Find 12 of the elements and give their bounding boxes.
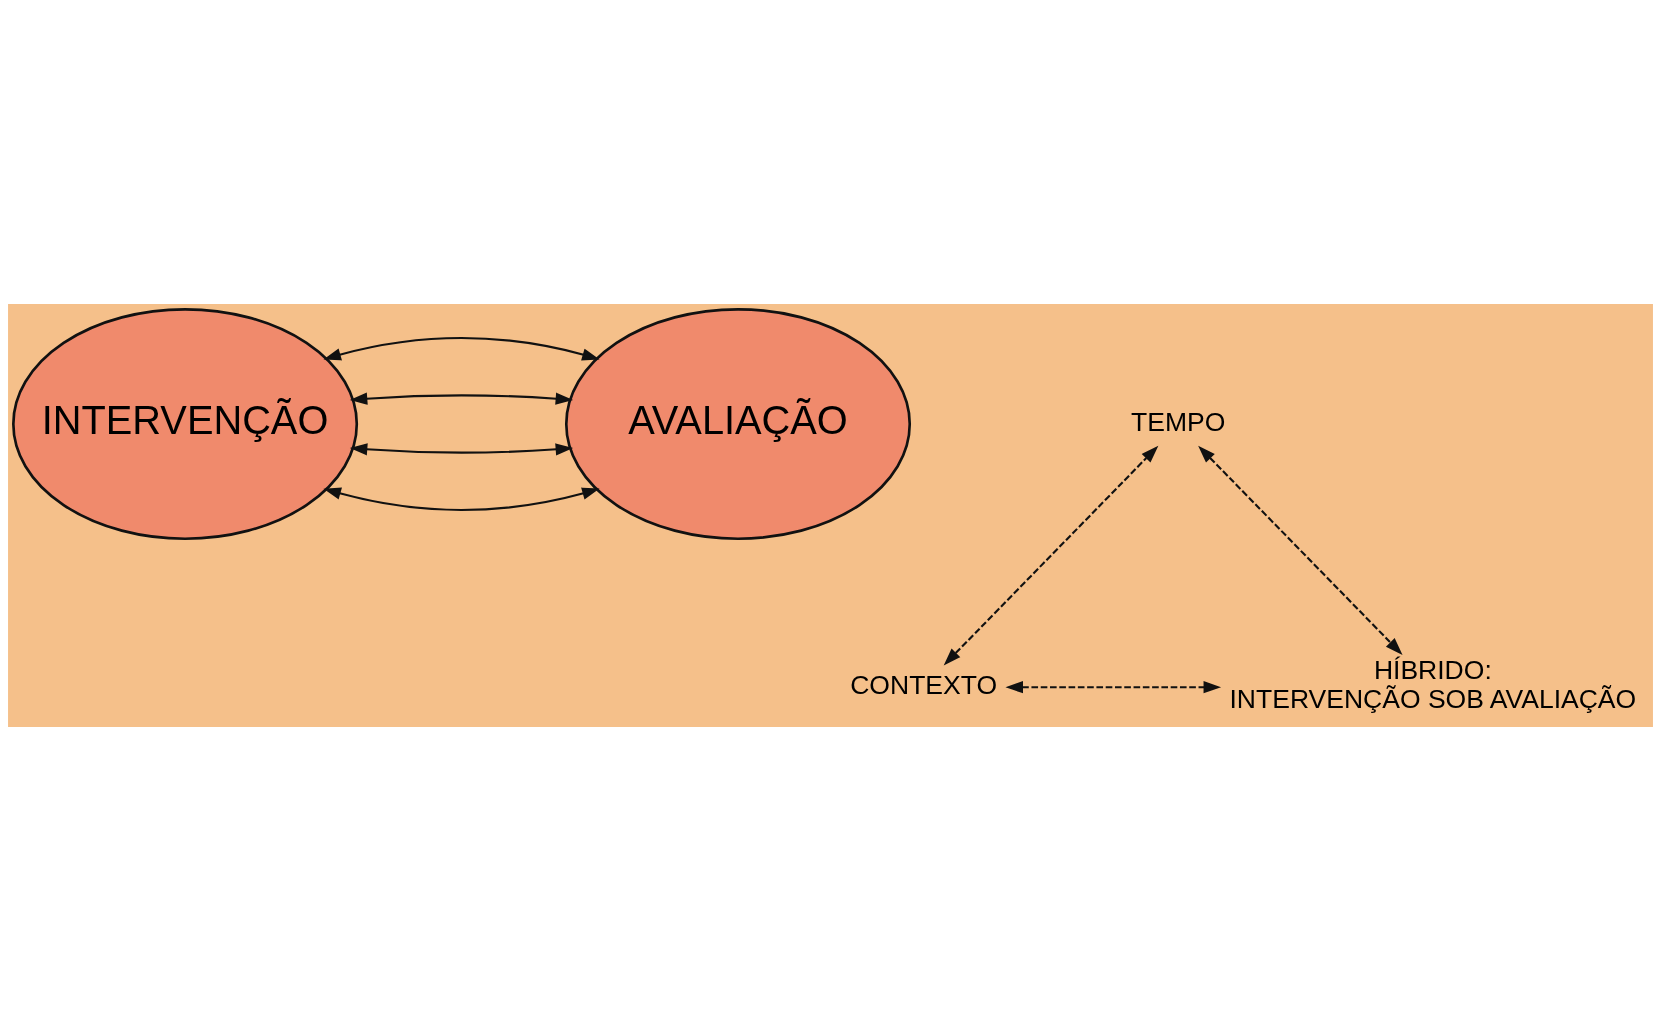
arrow — [349, 392, 574, 405]
arrow — [1005, 681, 1222, 694]
node-text: TEMPO — [1131, 406, 1226, 437]
node-text: HÍBRIDO: INTERVENÇÃO SOB AVALIAÇÃO — [1229, 655, 1637, 715]
node-ellipse: INTERVENÇÃO — [12, 307, 359, 541]
node-ellipse: AVALIAÇÃO — [564, 307, 912, 541]
arrow — [323, 487, 600, 512]
arrow — [323, 336, 600, 361]
arrow — [943, 445, 1159, 666]
arrow — [1198, 445, 1403, 655]
node-text: CONTEXTO — [850, 669, 998, 700]
arrow — [349, 443, 574, 456]
